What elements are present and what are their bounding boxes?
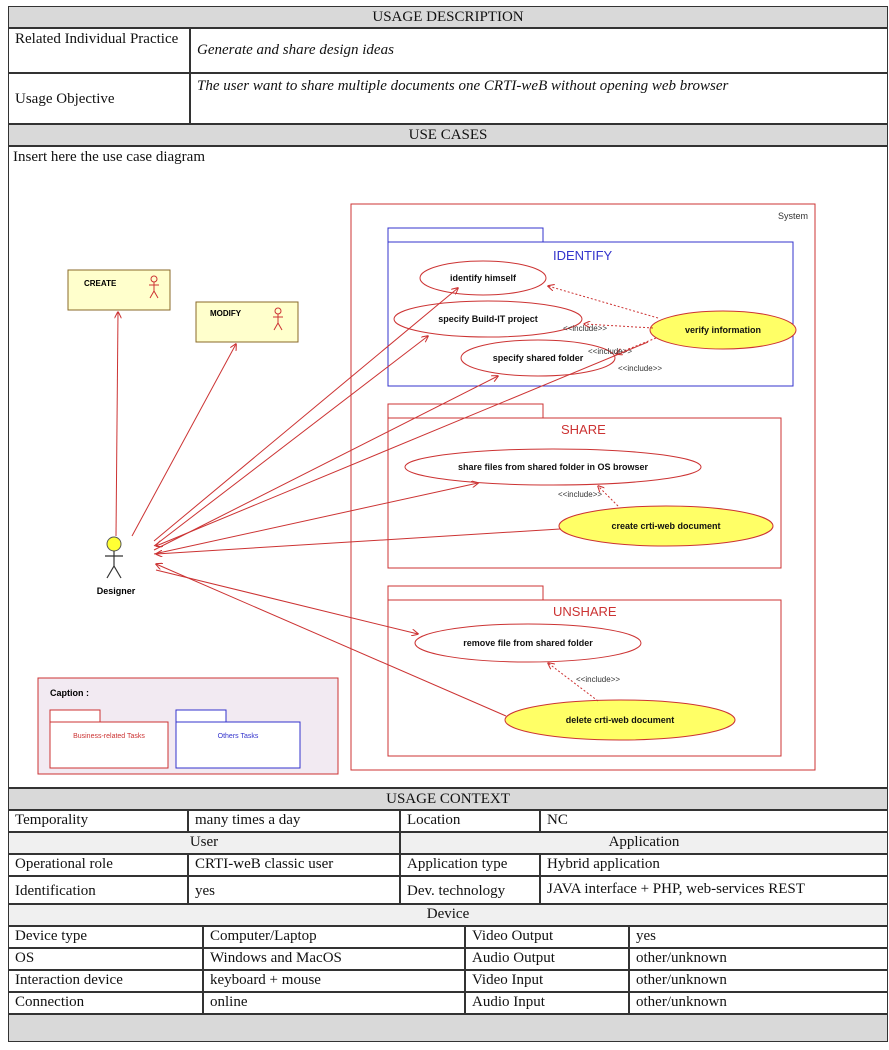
include-label-3: <<include>> [618,364,662,373]
related-practice-label: Related Individual Practice [8,28,190,73]
use-case-specify-project [393,300,583,338]
unshare-package: UNSHARE [387,585,782,757]
use-case-panel: Insert here the use case diagram [8,146,888,788]
device-row-value2: other/unknown [629,992,888,1014]
device-row-label: Connection [8,992,203,1014]
related-practice-value: Generate and share design ideas [190,28,888,73]
include-label-4: <<include>> [558,490,602,499]
temporality-value: many times a day [188,810,400,832]
dev-technology-label: Dev. technology [400,876,540,904]
modify-actor: MODIFY [195,301,299,343]
identify-package: IDENTIFY [387,227,794,387]
usage-context-header: USAGE CONTEXT [8,788,888,810]
temporality-label: Temporality [8,810,188,832]
unshare-package-label: UNSHARE [553,604,617,619]
device-row-value: Computer/Laptop [203,926,465,948]
use-case-share-files [404,448,702,486]
user-header: User [8,832,400,854]
identification-value: yes [188,876,400,904]
location-label: Location [400,810,540,832]
application-type-value: Hybrid application [540,854,888,876]
caption-others-tasks: Others Tasks [218,733,259,740]
device-row-label2: Audio Input [465,992,629,1014]
modify-actor-label: MODIFY [210,309,242,318]
use-case-specify-folder-label: specify shared folder [493,353,584,363]
device-row-label2: Audio Output [465,948,629,970]
device-row-label2: Video Input [465,970,629,992]
device-row-label: Interaction device [8,970,203,992]
use-case-remove-file-label: remove file from shared folder [463,638,593,648]
location-value: NC [540,810,888,832]
designer-actor-label: Designer [97,586,136,596]
application-type-label: Application type [400,854,540,876]
use-case-remove-file [414,623,642,663]
device-row-label: OS [8,948,203,970]
operational-role-label: Operational role [8,854,188,876]
caption-business-tasks: Business-related Tasks [73,733,145,740]
use-case-diagram: System IDENTIFY SHARE UNSHARE identify h… [37,203,816,775]
device-row-value: online [203,992,465,1014]
footer-bar [8,1014,888,1042]
association-lines [116,288,498,555]
use-case-verify-information-label: verify information [685,325,761,335]
system-label: System [778,211,808,221]
use-case-delete-doc [504,699,736,741]
usage-objective-label: Usage Objective [8,73,190,124]
share-package: SHARE [387,403,782,569]
operational-role-value: CRTI-weB classic user [188,854,400,876]
include-label-5: <<include>> [576,675,620,684]
use-case-instruction: Insert here the use case diagram [13,149,205,165]
device-row-value: Windows and MacOS [203,948,465,970]
system-boundary [350,203,816,771]
identify-package-label: IDENTIFY [553,248,613,263]
use-cases-header: USE CASES [8,124,888,146]
use-case-delete-doc-label: delete crti-web document [566,715,675,725]
designer-actor: Designer [97,536,136,596]
device-row-value2: yes [629,926,888,948]
caption-title: Caption : [50,688,89,698]
device-row-value2: other/unknown [629,970,888,992]
share-package-label: SHARE [561,422,606,437]
dev-technology-value: JAVA interface + PHP, web-services REST [540,876,888,904]
use-case-specify-folder [460,339,616,377]
device-row-value: keyboard + mouse [203,970,465,992]
use-case-specify-project-label: specify Build-IT project [438,314,538,324]
create-actor: CREATE [67,269,171,311]
use-case-create-doc-label: create crti-web document [611,521,720,531]
include-arrows [548,286,659,702]
create-actor-label: CREATE [84,279,117,288]
device-row-value2: other/unknown [629,948,888,970]
usage-form: USAGE DESCRIPTION Related Individual Pra… [8,6,888,1046]
include-label-1: <<include>> [563,324,607,333]
use-case-create-doc [558,505,774,547]
include-label-2: <<include>> [588,347,632,356]
device-row-label2: Video Output [465,926,629,948]
use-case-share-files-label: share files from shared folder in OS bro… [458,462,649,472]
use-case-identify-himself [419,260,547,296]
device-row-label: Device type [8,926,203,948]
use-case-identify-himself-label: identify himself [450,273,517,283]
device-header: Device [8,904,888,926]
identification-label: Identification [8,876,188,904]
application-header: Application [400,832,888,854]
caption-box: Caption : Business-related Tasks Others … [37,677,339,775]
use-case-verify-information [649,310,797,350]
usage-objective-value: The user want to share multiple document… [190,73,888,124]
usage-description-header: USAGE DESCRIPTION [8,6,888,28]
